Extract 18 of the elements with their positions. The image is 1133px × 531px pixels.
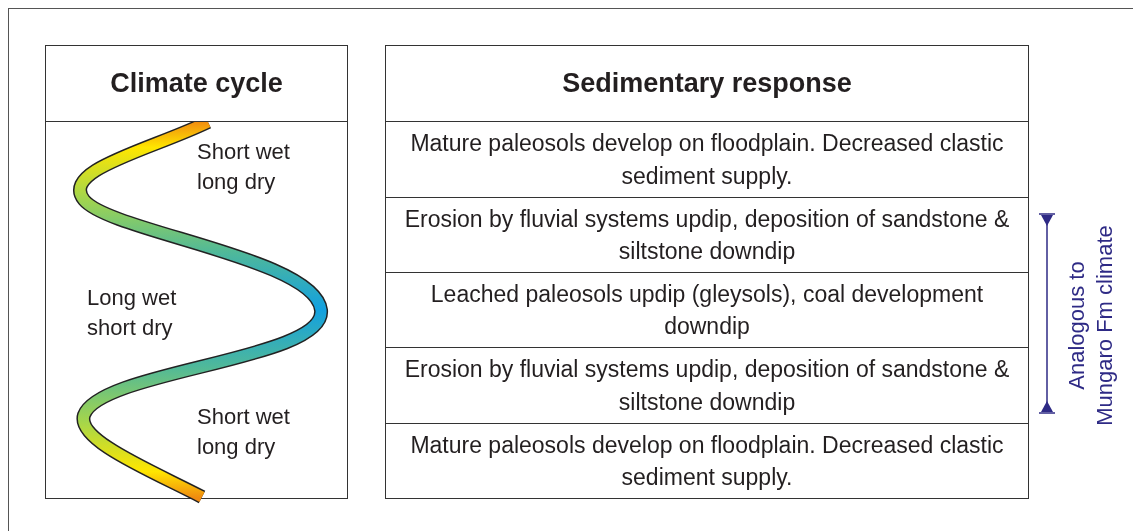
table-row — [385, 121, 1029, 198]
response-text: Erosion by fluvial systems updip, deposition of sandstone & siltstone downdip — [403, 355, 1011, 417]
vertical-note: Analogous to Mungaro Fm climate — [1062, 223, 1118, 428]
table-row — [385, 197, 1029, 273]
response-text: Leached paleosols updip (gleysols), coal development downdip — [429, 279, 985, 341]
table-row — [385, 423, 1029, 499]
header-cell — [385, 45, 1029, 122]
climate-label: Long wet short dry — [87, 284, 178, 342]
climate-label: Short wet long dry — [197, 403, 291, 461]
table-row — [385, 272, 1029, 348]
column-heading: Sedimentary response — [562, 66, 852, 100]
column-heading: Climate cycle — [110, 66, 283, 100]
header-cell — [45, 45, 348, 122]
response-text: Mature paleosols develop on floodplain. Decreased clastic sediment supply. — [409, 129, 1005, 191]
climate-label: Short wet long dry — [197, 138, 291, 196]
response-text: Mature paleosols develop on floodplain. Decreased clastic sediment supply. — [409, 430, 1005, 492]
response-text: Erosion by fluvial systems updip, deposition of sandstone & siltstone downdip — [403, 204, 1011, 266]
table-row — [385, 347, 1029, 424]
